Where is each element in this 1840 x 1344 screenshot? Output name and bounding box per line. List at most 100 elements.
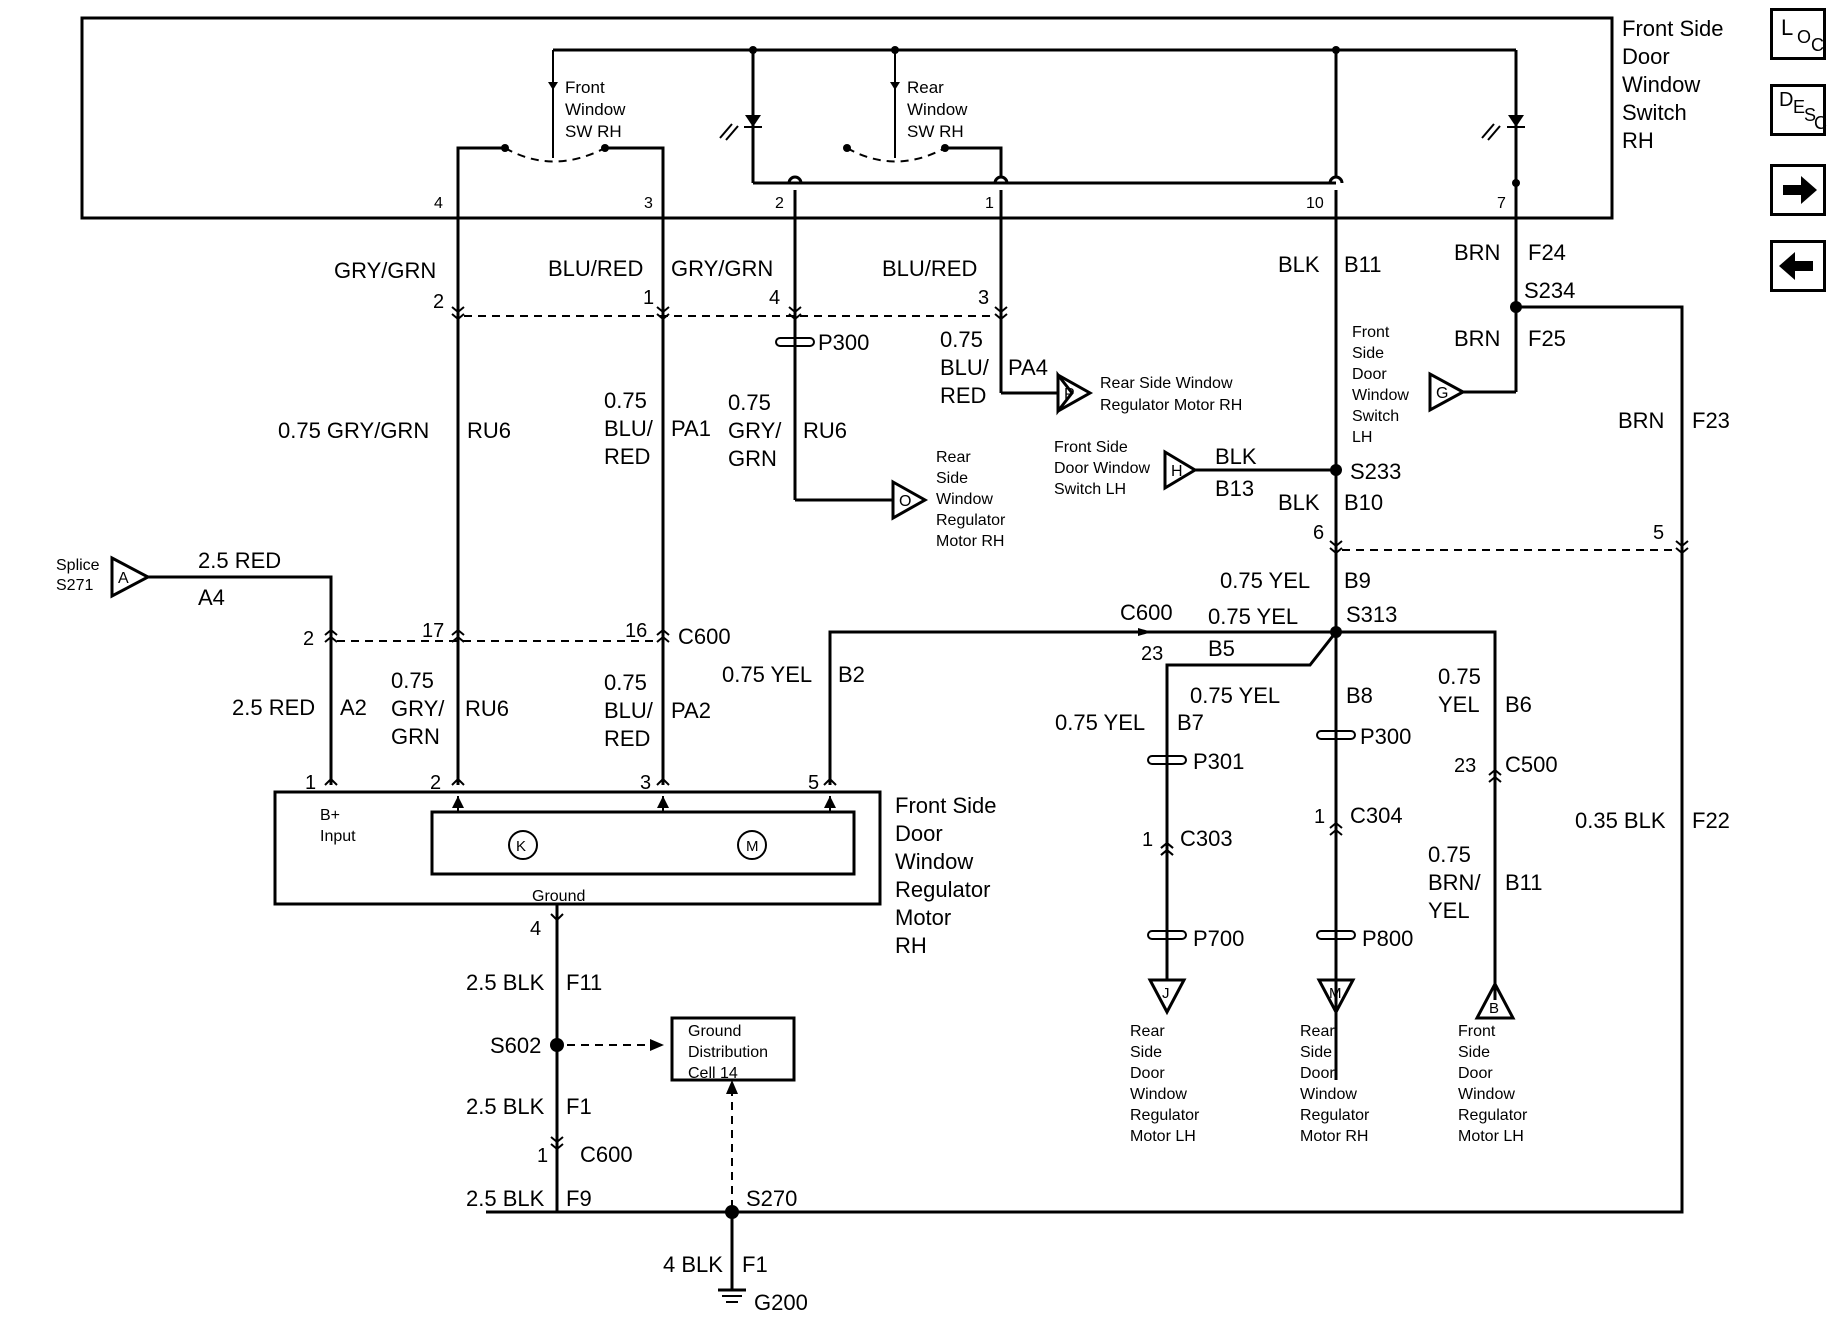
gdc-label-3: Cell 14 bbox=[688, 1065, 738, 1082]
wire-075-yel-b8: 0.75 YEL bbox=[1190, 683, 1280, 708]
front-sw-label-1: Front bbox=[565, 78, 605, 97]
ref-m bbox=[1316, 978, 1356, 1016]
front-sw-label-3: SW RH bbox=[565, 122, 622, 141]
circ-f22: F22 bbox=[1692, 808, 1730, 833]
pin-17-c600: 17 bbox=[422, 620, 444, 642]
wire-blk-b13: BLK bbox=[1215, 444, 1257, 469]
conn-c600-b: C600 bbox=[1120, 600, 1173, 625]
sw-pin-7: 7 bbox=[1497, 195, 1506, 212]
circ-f11: F11 bbox=[566, 970, 602, 995]
circ-f25: F25 bbox=[1528, 326, 1566, 351]
switch-title-3: Window bbox=[1622, 72, 1700, 97]
conn-s270: S270 bbox=[746, 1186, 797, 1211]
ref-m-label-5: Regulator bbox=[1300, 1107, 1370, 1124]
motor-pin-1: 1 bbox=[305, 772, 316, 794]
motor-title-4: Regulator bbox=[895, 877, 990, 902]
bplus-label-2: Input bbox=[320, 828, 356, 845]
k-symbol: K bbox=[516, 838, 526, 855]
circ-a4: A4 bbox=[198, 585, 225, 610]
splice-label-1: Splice bbox=[56, 557, 100, 574]
wire-075-yel-b2: 0.75 YEL bbox=[722, 662, 812, 687]
conn-c600-c: C600 bbox=[580, 1142, 633, 1167]
motor-title-6: RH bbox=[895, 933, 927, 958]
wire-blk-b10: BLK bbox=[1278, 490, 1320, 515]
ref-b bbox=[1474, 980, 1516, 1020]
loc-button[interactable]: L O C bbox=[1770, 8, 1826, 60]
wire-4-blk-f1: 4 BLK bbox=[663, 1252, 723, 1277]
ref-h-label-2: Door Window bbox=[1054, 460, 1150, 477]
ref-b-letter: B bbox=[1489, 1000, 1499, 1017]
wire-25-red-a2: 2.5 RED bbox=[232, 695, 315, 720]
blu-slash-pa1: BLU/ bbox=[604, 416, 654, 441]
ref-g-letter: G bbox=[1436, 385, 1448, 402]
m-symbol: M bbox=[746, 838, 759, 855]
circ-b8: B8 bbox=[1346, 683, 1373, 708]
forward-arrow-button[interactable] bbox=[1770, 164, 1826, 216]
loc-label: L bbox=[1781, 15, 1794, 40]
sw-pin-1: 1 bbox=[985, 195, 994, 212]
pin-6: 6 bbox=[1313, 522, 1324, 544]
circ-b2: B2 bbox=[838, 662, 865, 687]
ref-h bbox=[1163, 449, 1198, 491]
ref-g-label-5: Switch bbox=[1352, 408, 1399, 425]
conn-p300-a: P300 bbox=[818, 330, 869, 355]
pin-16-c600: 16 bbox=[625, 620, 647, 642]
ref-h-label-1: Front Side bbox=[1054, 439, 1128, 456]
conn-p300-b: P300 bbox=[1360, 724, 1411, 749]
switch-title-5: RH bbox=[1622, 128, 1654, 153]
circ-f1-b: F1 bbox=[742, 1252, 768, 1277]
switch-title-2: Door bbox=[1622, 44, 1670, 69]
ref-m-label-3: Door bbox=[1300, 1065, 1335, 1082]
circ-f1-a: F1 bbox=[566, 1094, 592, 1119]
wire-075-yel-b9: 0.75 YEL bbox=[1220, 568, 1310, 593]
conn-c304: C304 bbox=[1350, 803, 1403, 828]
ref-p-label-1: Rear Side Window bbox=[1100, 375, 1233, 392]
desc-button[interactable]: D E S C bbox=[1770, 84, 1827, 136]
wire-25-blk-f11: 2.5 BLK bbox=[466, 970, 545, 995]
ref-g-label-2: Side bbox=[1352, 345, 1384, 362]
wire-blu-red-1: BLU/RED bbox=[548, 256, 643, 281]
ref-m-label-1: Rear bbox=[1300, 1023, 1335, 1040]
yel-b11: YEL bbox=[1428, 898, 1470, 923]
circ-f23: F23 bbox=[1692, 408, 1730, 433]
ref-m-label-2: Side bbox=[1300, 1044, 1332, 1061]
motor-pin-3: 3 bbox=[640, 772, 651, 794]
conn-s234: S234 bbox=[1524, 278, 1575, 303]
gry-slash-ru6-b: GRY/ bbox=[728, 418, 782, 443]
circ-ru6-c: RU6 bbox=[465, 696, 509, 721]
conn-s313: S313 bbox=[1346, 602, 1397, 627]
ref-p bbox=[1056, 372, 1094, 414]
wire-075-yel-b5: 0.75 YEL bbox=[1208, 604, 1298, 629]
pin-top-1: 1 bbox=[643, 287, 654, 309]
ref-g-label-1: Front bbox=[1352, 324, 1390, 341]
wire-brn-f23-a: BRN bbox=[1618, 408, 1664, 433]
v075-b6: 0.75 bbox=[1438, 664, 1481, 689]
ref-g-label-6: LH bbox=[1352, 429, 1372, 446]
ref-b-label-2: Side bbox=[1458, 1044, 1490, 1061]
pin-1-c303: 1 bbox=[1142, 829, 1153, 851]
rear-sw-label-1: Rear bbox=[907, 78, 944, 97]
wire-gry-grn-2: GRY/GRN bbox=[671, 256, 773, 281]
bplus-label-1: B+ bbox=[320, 807, 340, 824]
pin-2-c600: 2 bbox=[303, 628, 314, 650]
circ-ru6-a: RU6 bbox=[467, 418, 511, 443]
ref-j-letter: J bbox=[1162, 985, 1170, 1002]
ref-m-letter: M bbox=[1329, 985, 1342, 1002]
conn-p700: P700 bbox=[1193, 926, 1244, 951]
pin-23-a: 23 bbox=[1141, 643, 1163, 665]
ref-m-label-4: Window bbox=[1300, 1086, 1357, 1103]
circ-ru6-b: RU6 bbox=[803, 418, 847, 443]
ref-j-label-2: Side bbox=[1130, 1044, 1162, 1061]
circ-b11-top: B11 bbox=[1344, 252, 1382, 277]
wire-25-red-a4: 2.5 RED bbox=[198, 548, 281, 573]
circ-pa4: PA4 bbox=[1008, 355, 1048, 380]
ref-p-letter: P bbox=[1064, 386, 1075, 403]
ref-g-label-4: Window bbox=[1352, 387, 1409, 404]
ref-b-label-3: Door bbox=[1458, 1065, 1493, 1082]
back-arrow-button[interactable] bbox=[1770, 240, 1826, 292]
ref-j-label-1: Rear bbox=[1130, 1023, 1165, 1040]
ref-j-label-3: Door bbox=[1130, 1065, 1165, 1082]
wire-blk-b11-a: BLK bbox=[1278, 252, 1320, 277]
ref-b-label-5: Regulator bbox=[1458, 1107, 1528, 1124]
circ-b9: B9 bbox=[1344, 568, 1371, 593]
